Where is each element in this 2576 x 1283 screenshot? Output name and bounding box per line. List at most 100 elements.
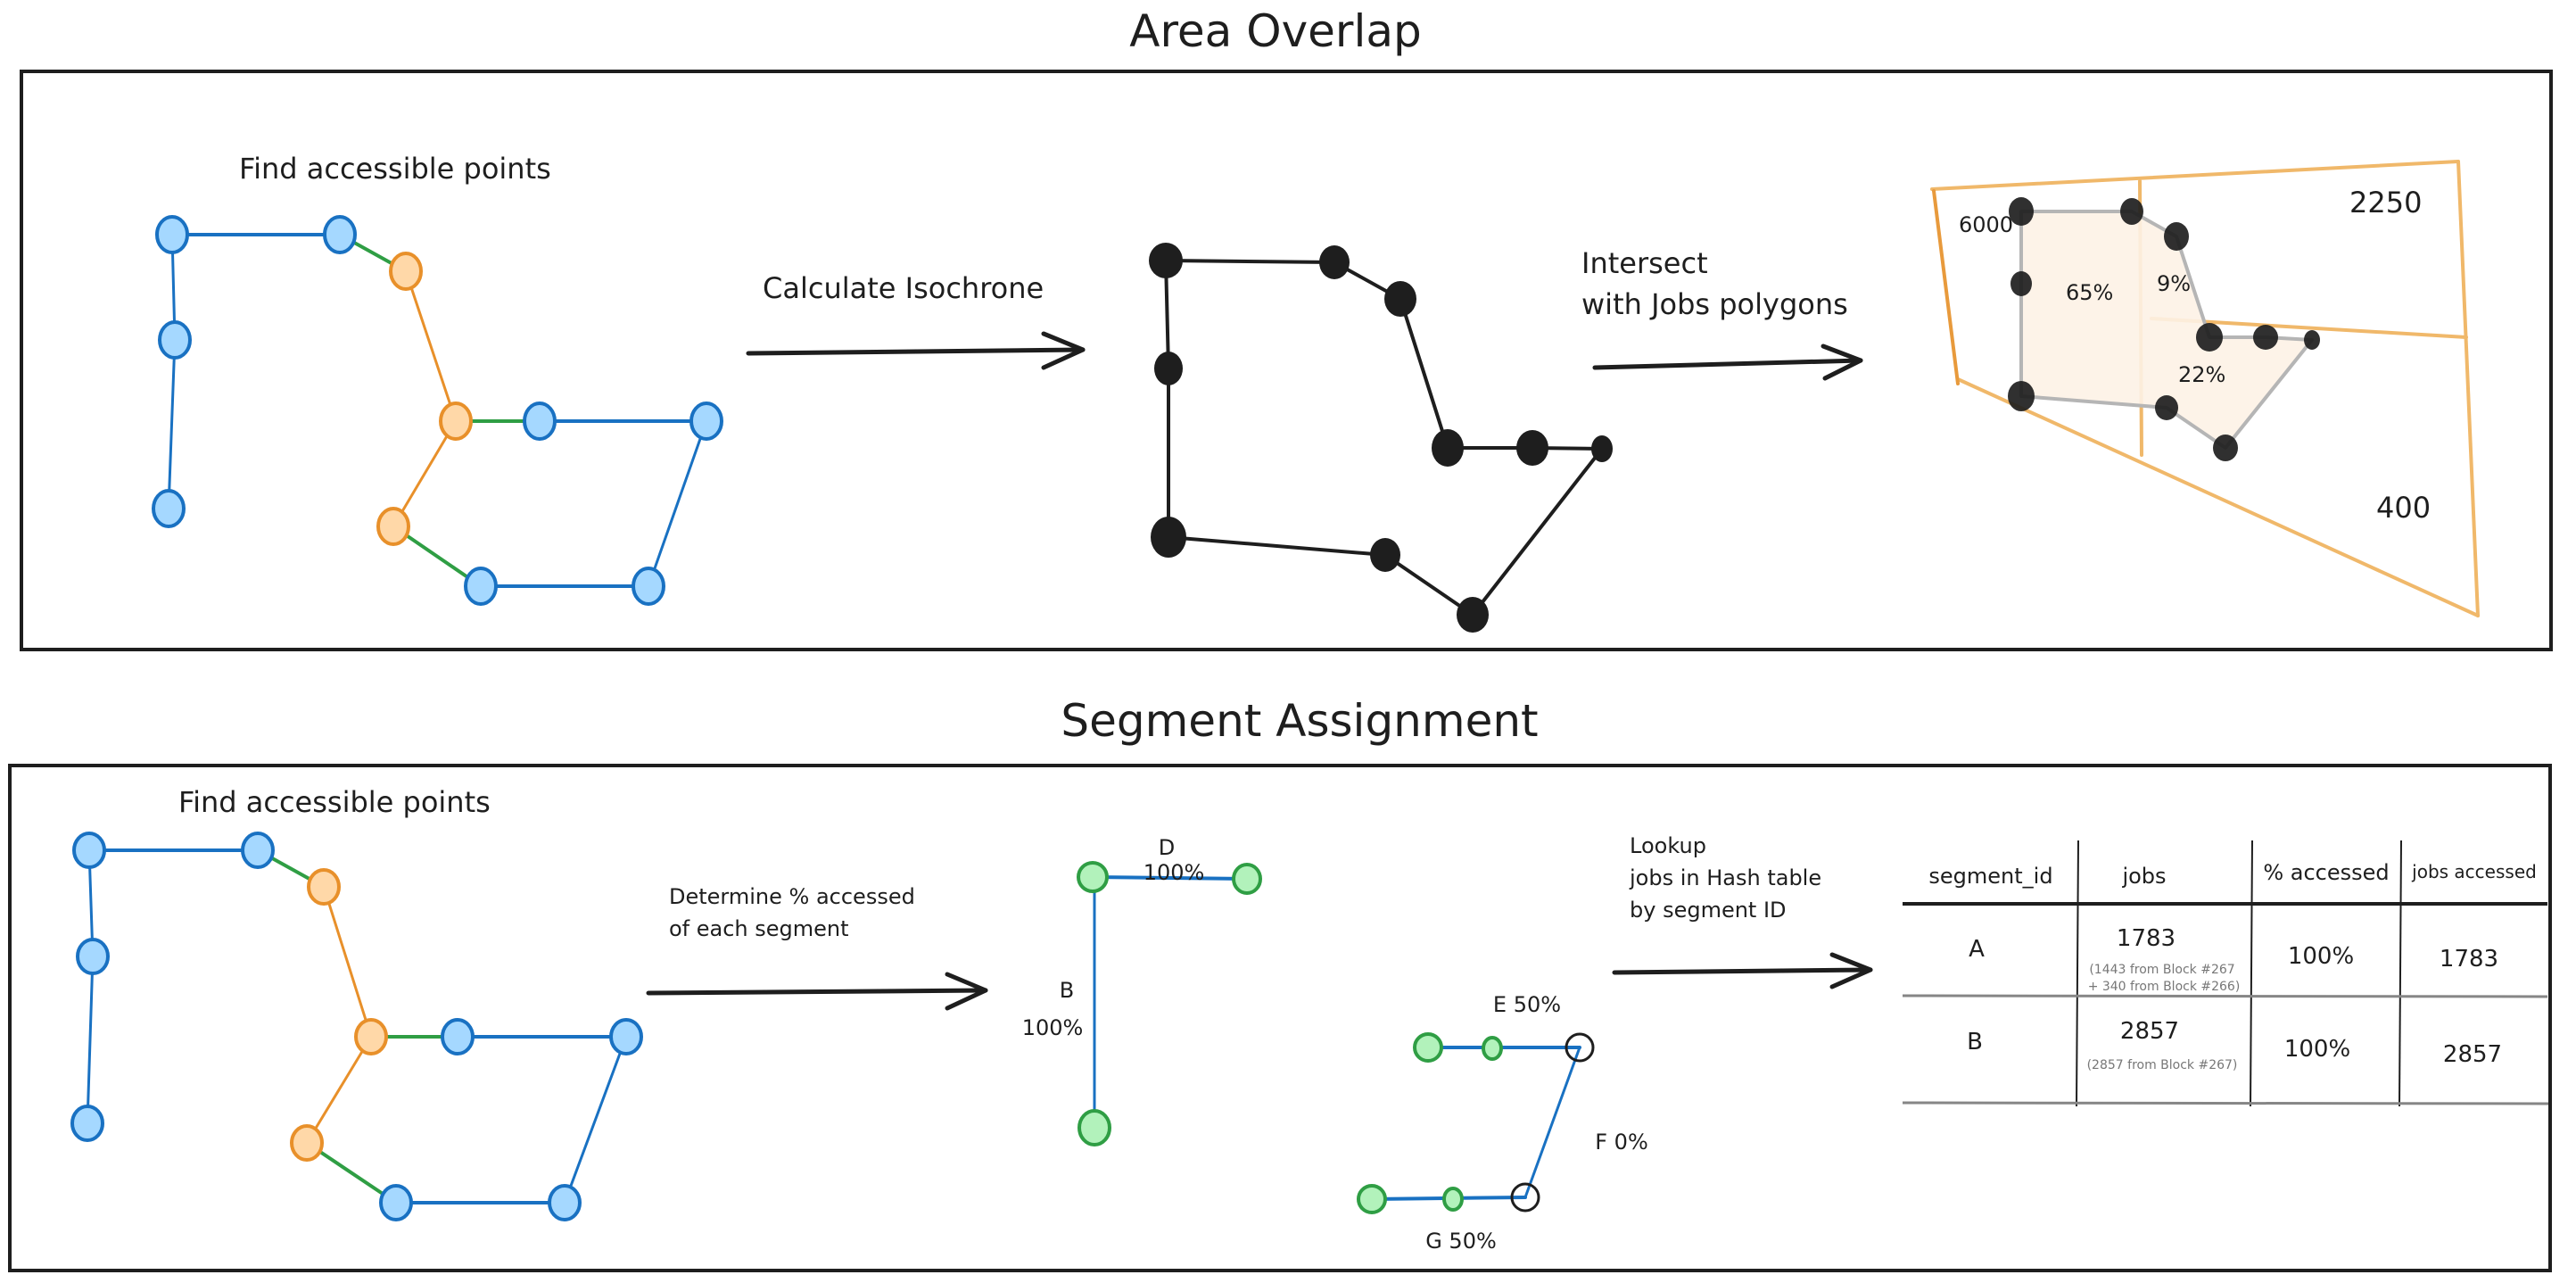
isochrone-graph — [1149, 243, 1613, 633]
accessed-node — [1413, 1032, 1443, 1063]
accessible-node — [290, 1124, 324, 1162]
overlap-vertex — [2120, 198, 2143, 225]
table-header-jobs: jobs — [2121, 864, 2166, 889]
isochrone-vertex — [1149, 243, 1183, 278]
table-col-divider — [2250, 840, 2253, 1107]
cell-segment-id: A — [1969, 936, 1985, 963]
road-node — [523, 401, 557, 441]
unreached-node — [1510, 1182, 1540, 1213]
overlap-vertex — [2164, 222, 2189, 251]
table-bottom-border — [1902, 1101, 2549, 1105]
table-header-segment-id: segment_id — [1928, 864, 2052, 889]
road-node — [70, 1105, 104, 1142]
cell-jobs-note: (2857 from Block #267) — [2087, 1058, 2238, 1072]
road-node — [632, 567, 665, 606]
segment-f-label: F 0% — [1595, 1130, 1648, 1155]
table-row: B 2857 (2857 from Block #267) 100% 2857 — [1967, 1018, 2502, 1072]
isochrone-vertex — [1516, 430, 1548, 466]
table-header-pct-accessed: % accessed — [2263, 860, 2389, 885]
area-overlap-step1-label: Find accessible points — [239, 152, 551, 186]
isochrone-vertex — [1370, 538, 1400, 572]
determine-label-line1: Determine % accessed — [669, 884, 915, 909]
accessible-node — [439, 401, 473, 441]
segment-d-edge — [1091, 875, 1249, 881]
road-node — [72, 832, 106, 869]
overlap-vertex — [2009, 197, 2034, 226]
area-overlap-frame — [20, 70, 2553, 651]
road-node — [609, 1018, 643, 1055]
road-edge — [563, 1035, 628, 1204]
isochrone-vertex — [1319, 245, 1350, 279]
segment-percent-graph — [1077, 861, 1595, 1214]
road-edge — [167, 338, 177, 510]
overlap-vertex — [2010, 271, 2032, 296]
cell-pct-accessed: 100% — [2284, 1036, 2350, 1063]
block-bottom-edge — [1956, 377, 2480, 617]
overlap-pct-9: 9% — [2157, 271, 2191, 296]
cell-pct-accessed: 100% — [2288, 943, 2354, 970]
lookup-label-line3: by segment ID — [1630, 898, 1787, 923]
block-jobs-6000: 6000 — [1959, 212, 2013, 237]
cell-jobs-note: + 340 from Block #266) — [2088, 980, 2241, 994]
arrow-to-table — [1612, 952, 1873, 989]
isochrone-vertex — [1432, 429, 1464, 467]
segment-step1-label: Find accessible points — [178, 785, 491, 819]
accessible-edge — [392, 419, 458, 528]
table-col-divider — [2076, 840, 2079, 1107]
isochrone-vertex — [1384, 281, 1416, 317]
accessible-points-graph-bottom — [70, 832, 643, 1221]
overlap-pct-65: 65% — [2066, 280, 2113, 305]
accessible-edge — [305, 1035, 373, 1145]
isochrone-vertex — [1591, 435, 1613, 462]
segment-d-pct: 100% — [1144, 860, 1205, 885]
arrow-to-intersection — [1592, 344, 1863, 381]
accessible-node — [354, 1018, 388, 1055]
table-header-jobs-accessed: jobs accessed — [2411, 861, 2537, 882]
road-node — [158, 320, 192, 360]
road-node — [323, 215, 357, 254]
segment-d-name: D — [1159, 835, 1175, 860]
intersect-label-line1: Intersect — [1581, 246, 1708, 280]
segment-b-name: B — [1060, 978, 1074, 1003]
accessed-midpoint-node — [1442, 1187, 1464, 1212]
segment-f-edge — [1523, 1046, 1581, 1199]
cell-jobs: 1783 — [2117, 925, 2176, 952]
jobs-hash-table: segment_id jobs % accessed jobs accessed… — [1902, 840, 2549, 1107]
overlap-vertex — [2304, 330, 2320, 350]
accessible-node — [389, 252, 423, 291]
road-node — [548, 1184, 582, 1221]
isochrone-vertex — [1151, 517, 1186, 558]
overlap-vertex — [2253, 325, 2278, 350]
road-node — [241, 832, 275, 869]
overlap-vertex — [2155, 395, 2178, 420]
cell-jobs-note: (1443 from Block #267 — [2089, 963, 2234, 977]
block-top-edge — [1930, 160, 2460, 191]
cell-jobs: 2857 — [2120, 1018, 2179, 1045]
unreached-node — [1565, 1032, 1595, 1063]
cell-jobs-accessed: 2857 — [2443, 1041, 2502, 1068]
segment-assignment-title: Segment Assignment — [1061, 695, 1538, 747]
determine-label-line2: of each segment — [669, 916, 849, 941]
block-right-edge — [2456, 160, 2480, 617]
arrow-to-segments — [646, 972, 988, 1011]
accessed-node — [1357, 1184, 1387, 1214]
overlap-vertex — [2196, 323, 2223, 352]
lookup-label-line1: Lookup — [1630, 833, 1706, 858]
table-col-divider — [2398, 840, 2402, 1107]
accessible-node — [376, 507, 410, 546]
calculate-isochrone-label: Calculate Isochrone — [763, 271, 1044, 305]
road-node — [152, 489, 186, 528]
road-node — [379, 1184, 413, 1221]
table-row: A 1783 (1443 from Block #267 + 340 from … — [1969, 925, 2498, 994]
arrow-to-isochrone — [746, 331, 1086, 370]
partial-edge — [305, 1141, 398, 1204]
accessed-node — [1232, 863, 1262, 895]
road-node — [155, 215, 189, 254]
cell-jobs-accessed: 1783 — [2440, 946, 2498, 973]
segment-assignment-frame — [8, 764, 2552, 1272]
block-left-edge — [1932, 189, 1960, 385]
table-row-divider — [1902, 994, 2548, 998]
overlap-pct-22: 22% — [2178, 362, 2225, 387]
isochrone-vertex — [1457, 597, 1489, 633]
